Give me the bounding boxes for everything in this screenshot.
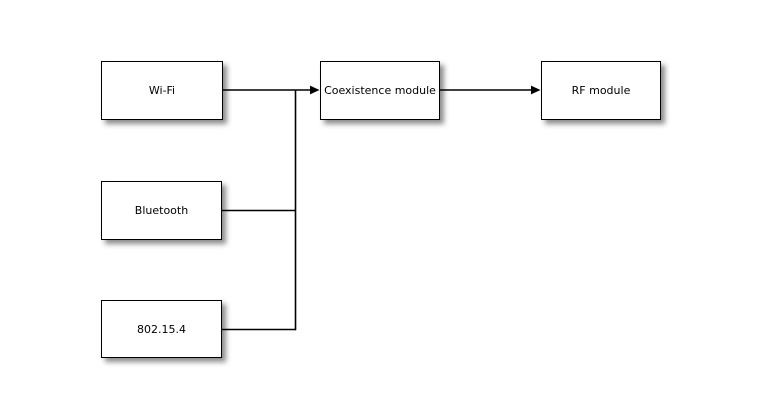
node-bluetooth: Bluetooth: [101, 181, 222, 240]
node-802154: 802.15.4: [101, 300, 222, 358]
node-wifi-label: Wi-Fi: [148, 84, 176, 97]
node-bluetooth-label: Bluetooth: [134, 204, 189, 217]
arrowhead-coexistence-icon: [310, 85, 320, 95]
node-rf-module: RF module: [541, 61, 661, 120]
node-wifi: Wi-Fi: [101, 61, 223, 120]
node-coexistence-module: Coexistence module: [320, 61, 440, 120]
node-rf-module-label: RF module: [571, 84, 631, 97]
arrowhead-rf-icon: [531, 85, 541, 95]
node-802154-label: 802.15.4: [137, 322, 186, 336]
node-coexistence-module-label: Coexistence module: [324, 84, 436, 97]
